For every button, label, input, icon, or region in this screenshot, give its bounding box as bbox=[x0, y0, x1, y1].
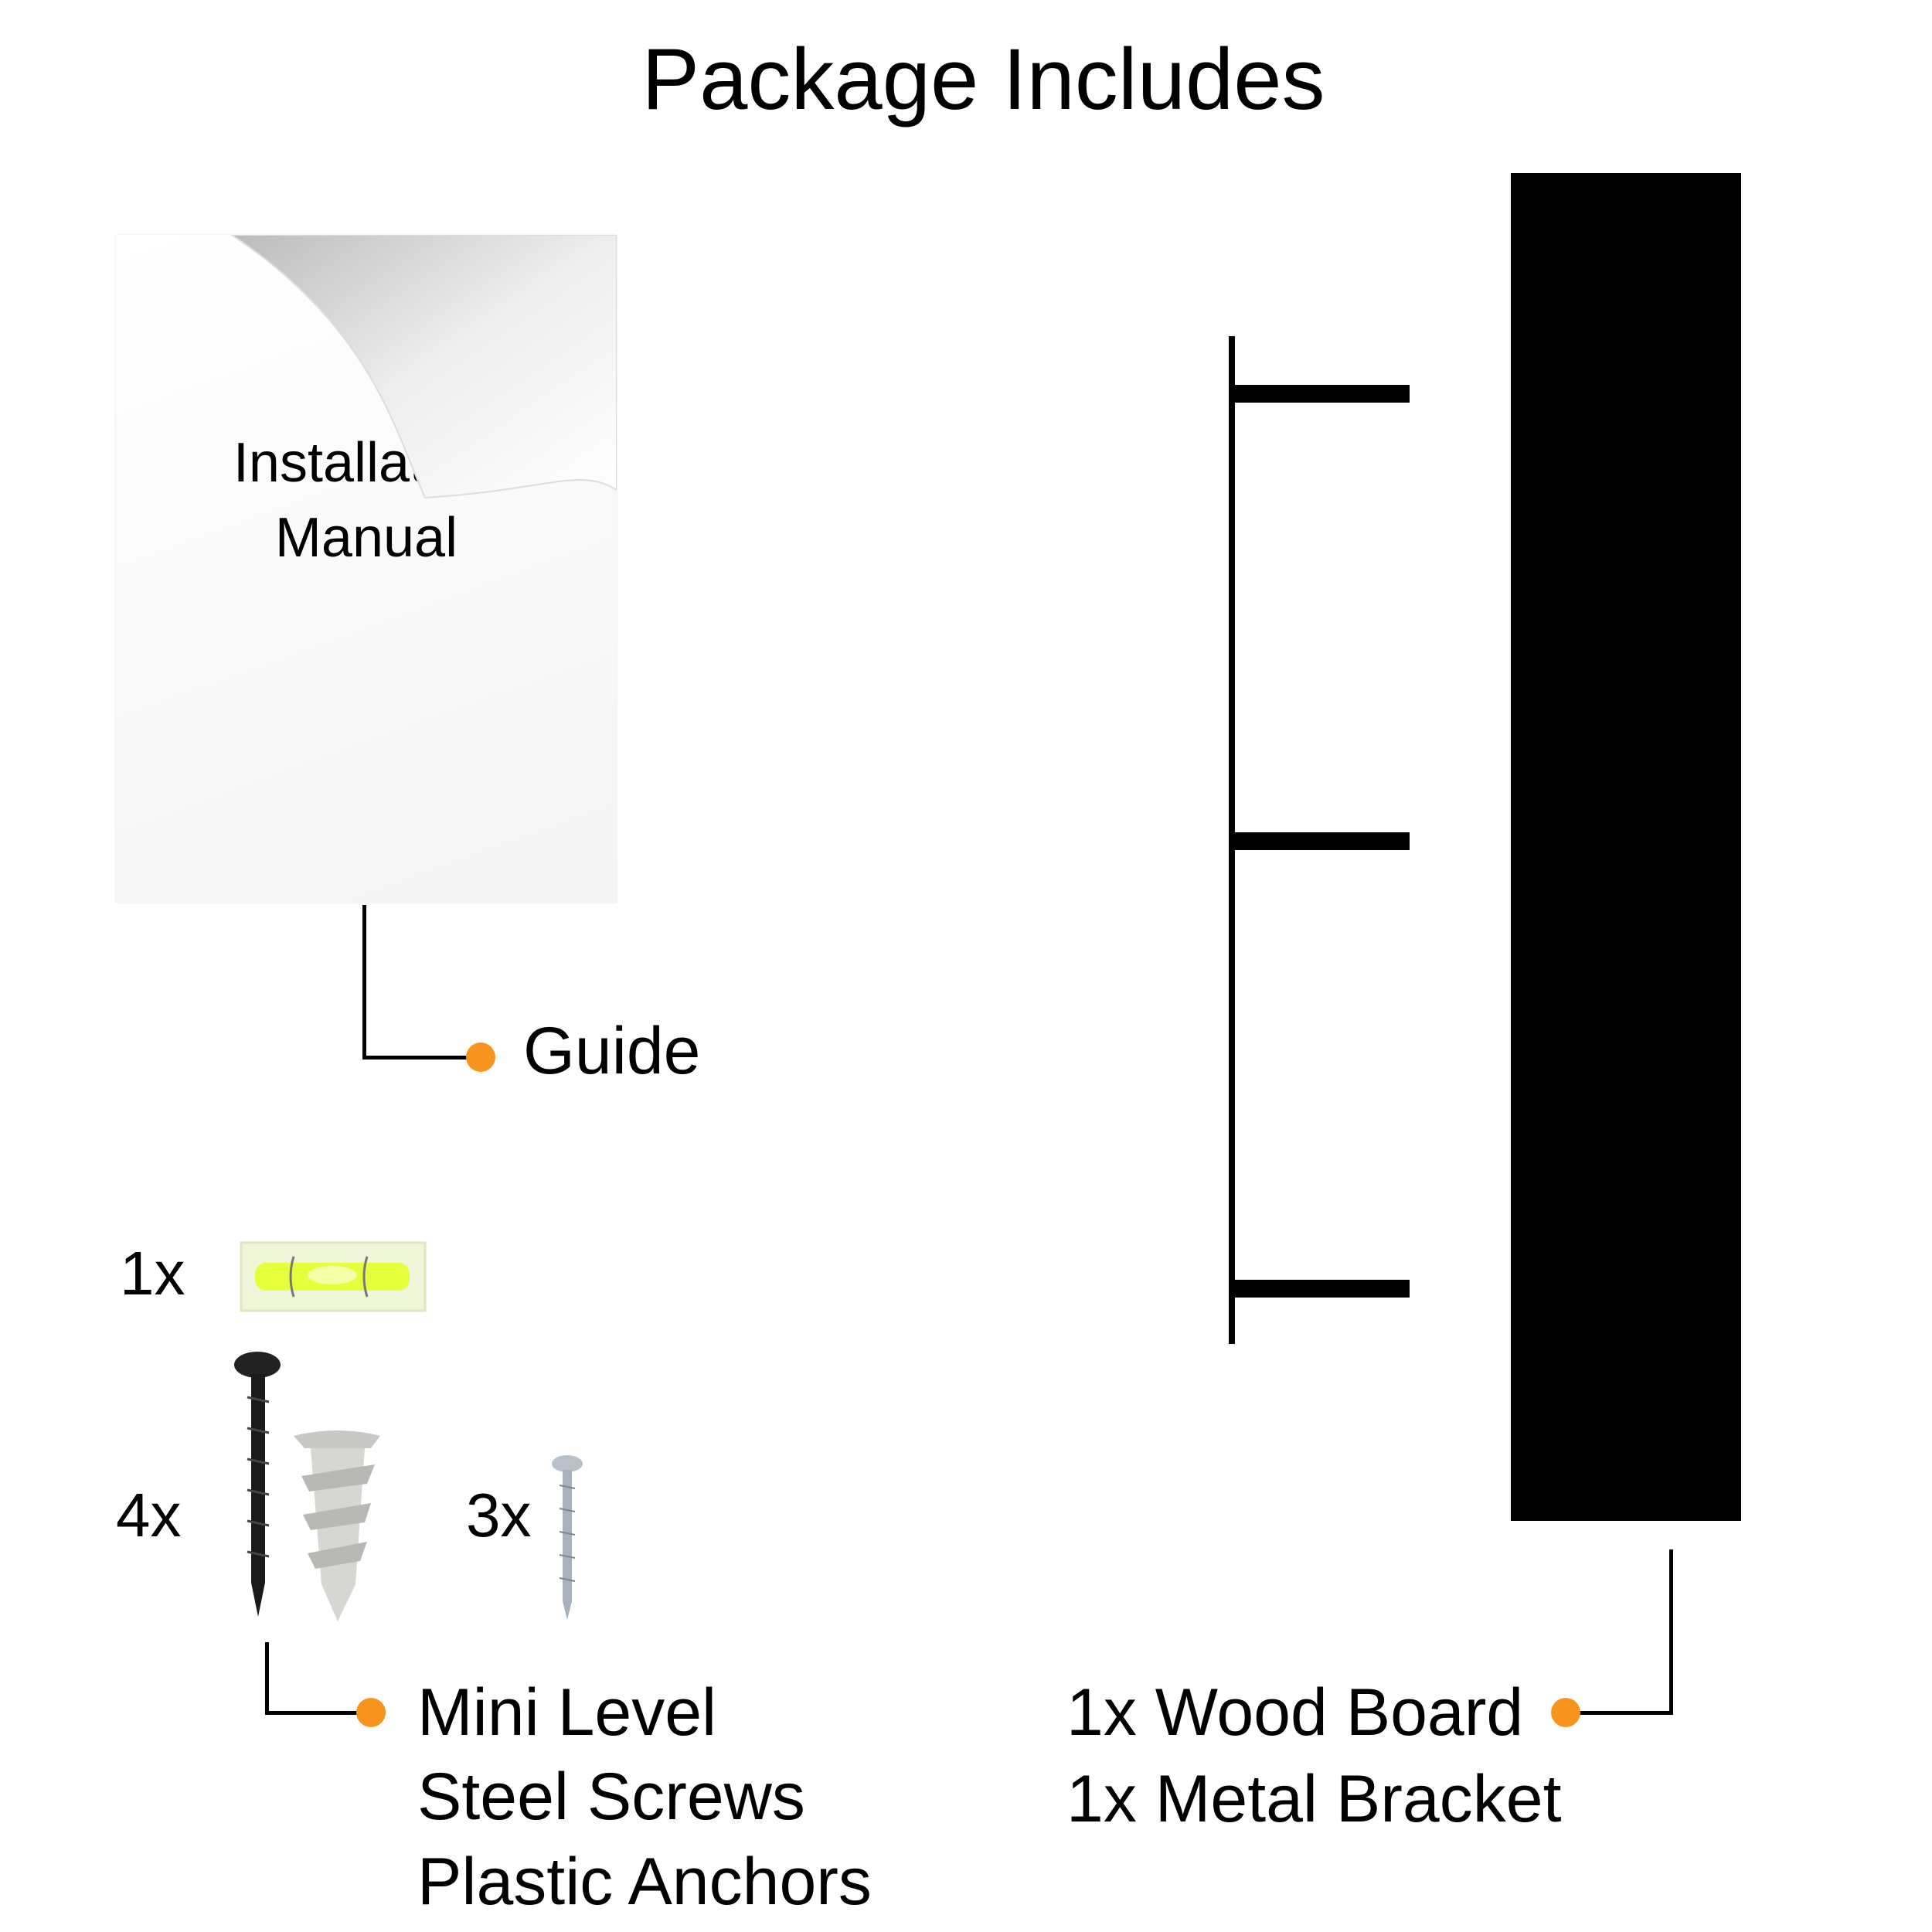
level-quantity: 1x bbox=[120, 1239, 185, 1308]
guide-label: Guide bbox=[523, 1014, 701, 1088]
shelf-label-wood-board: 1x Wood Board bbox=[1066, 1675, 1524, 1750]
small-screws-quantity: 3x bbox=[466, 1481, 532, 1549]
bracket-arm-middle bbox=[1232, 832, 1410, 850]
guide-connector-vertical bbox=[362, 905, 366, 1059]
bracket-arm-top bbox=[1232, 385, 1410, 403]
plastic-anchor-image bbox=[294, 1430, 380, 1621]
hardware-bullet-dot bbox=[356, 1698, 386, 1727]
shelf-bullet-dot bbox=[1551, 1698, 1580, 1727]
hardware-label-plastic-anchors: Plastic Anchors bbox=[417, 1845, 872, 1919]
shelf-connector-horizontal bbox=[1569, 1711, 1673, 1715]
shelf-connector-vertical bbox=[1669, 1549, 1673, 1715]
guide-connector-horizontal bbox=[362, 1056, 478, 1060]
guide-bullet-dot bbox=[466, 1043, 495, 1072]
bracket-arm-bottom bbox=[1232, 1280, 1410, 1298]
black-screw-image bbox=[234, 1352, 281, 1617]
screws-anchors-quantity: 4x bbox=[116, 1481, 182, 1549]
page-curl-icon bbox=[230, 235, 617, 499]
hardware-connector-vertical bbox=[265, 1642, 269, 1715]
shelf-label-metal-bracket: 1x Metal Bracket bbox=[1066, 1762, 1562, 1836]
wood-board-image bbox=[1511, 173, 1741, 1521]
mini-level-image bbox=[240, 1241, 427, 1312]
page-title: Package Includes bbox=[641, 31, 1325, 128]
installation-manual-image: Installation Manual bbox=[116, 235, 617, 903]
small-silver-screw-image bbox=[552, 1455, 583, 1620]
manual-title-line2: Manual bbox=[274, 507, 458, 569]
hardware-label-steel-screws: Steel Screws bbox=[417, 1760, 805, 1834]
hardware-label-mini-level: Mini Level bbox=[417, 1675, 717, 1750]
hardware-connector-horizontal bbox=[265, 1711, 366, 1715]
